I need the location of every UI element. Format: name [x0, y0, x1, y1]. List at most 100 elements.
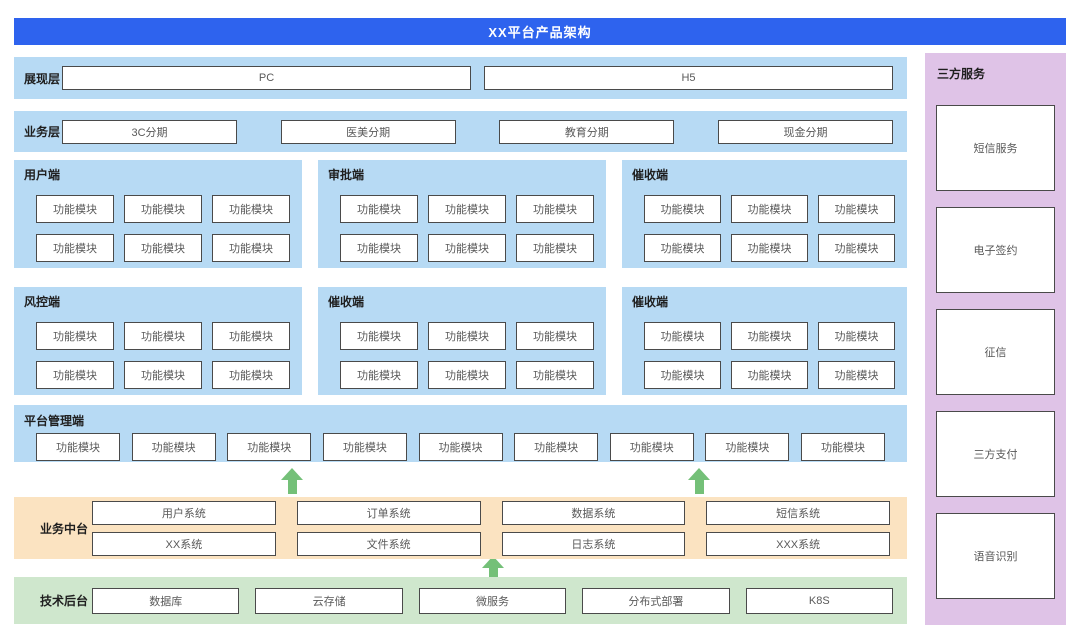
panel-label: 催收端	[632, 168, 669, 182]
module-box: 功能模块	[428, 361, 506, 389]
module-box: 功能模块	[131, 433, 216, 461]
business-item-box: 现金分期	[717, 119, 893, 144]
module-box: 功能模块	[644, 195, 721, 223]
module-box: 功能模块	[644, 234, 721, 262]
panel-approval-client: 审批端 功能模块功能模块功能模块功能模块功能模块功能模块	[318, 160, 606, 268]
up-arrow-icon	[281, 468, 303, 494]
panel-collection-client-3: 催收端 功能模块功能模块功能模块功能模块功能模块功能模块	[622, 287, 907, 395]
system-box: 短信系统	[706, 500, 890, 525]
module-box: 功能模块	[212, 322, 290, 350]
module-box: 功能模块	[212, 195, 290, 223]
module-box: 功能模块	[322, 433, 407, 461]
system-box: 文件系统	[296, 531, 481, 556]
business-item-box: 医美分期	[280, 119, 456, 144]
third-party-services-label: 三方服务	[937, 67, 986, 81]
service-box: 语音识别	[936, 513, 1055, 599]
module-box: 功能模块	[340, 234, 418, 262]
module-grid: 功能模块功能模块功能模块功能模块功能模块功能模块	[36, 195, 290, 262]
panel-label: 催收端	[632, 295, 669, 309]
system-box: 订单系统	[296, 500, 481, 525]
platform-admin-label: 平台管理端	[24, 414, 85, 428]
module-box: 功能模块	[609, 433, 694, 461]
module-box: 功能模块	[124, 234, 202, 262]
panel-collection-client-2: 催收端 功能模块功能模块功能模块功能模块功能模块功能模块	[318, 287, 606, 395]
module-grid: 功能模块功能模块功能模块功能模块功能模块功能模块	[36, 322, 290, 389]
module-box: 功能模块	[428, 195, 506, 223]
panel-label: 审批端	[328, 168, 365, 182]
system-box: 数据库	[92, 587, 240, 614]
module-box: 功能模块	[731, 195, 808, 223]
module-box: 功能模块	[731, 361, 808, 389]
module-box: 功能模块	[428, 322, 506, 350]
panel-risk-client: 风控端 功能模块功能模块功能模块功能模块功能模块功能模块	[14, 287, 302, 395]
module-box: 功能模块	[212, 361, 290, 389]
up-arrow-icon	[482, 556, 504, 577]
third-party-service-list: 短信服务电子签约征信三方支付语音识别	[936, 105, 1055, 599]
module-box: 功能模块	[124, 322, 202, 350]
module-box: 功能模块	[731, 234, 808, 262]
panel-label: 催收端	[328, 295, 365, 309]
module-box: 功能模块	[418, 433, 503, 461]
business-middle-platform-label: 业务中台	[40, 521, 89, 536]
presentation-item-box: PC	[62, 66, 471, 90]
tech-backend-label: 技术后台	[40, 594, 89, 608]
module-grid: 功能模块功能模块功能模块功能模块功能模块功能模块	[340, 322, 594, 389]
module-box: 功能模块	[36, 361, 114, 389]
module-box: 功能模块	[516, 361, 594, 389]
module-box: 功能模块	[644, 322, 721, 350]
module-box: 功能模块	[212, 234, 290, 262]
system-box: 微服务	[418, 587, 567, 614]
panel-user-client: 用户端 功能模块功能模块功能模块功能模块功能模块功能模块	[14, 160, 302, 268]
module-box: 功能模块	[428, 234, 506, 262]
service-box: 电子签约	[936, 207, 1055, 293]
business-item-box: 3C分期	[62, 119, 237, 144]
system-box: XX系统	[92, 531, 276, 556]
module-box: 功能模块	[340, 195, 418, 223]
module-box: 功能模块	[36, 433, 120, 461]
system-box: 分布式部署	[582, 587, 730, 614]
system-box: 日志系统	[501, 531, 686, 556]
module-box: 功能模块	[818, 234, 895, 262]
third-party-services-panel: 三方服务 短信服务电子签约征信三方支付语音识别	[925, 53, 1066, 625]
service-box: 三方支付	[936, 411, 1055, 497]
panel-label: 用户端	[24, 168, 61, 182]
module-box: 功能模块	[340, 322, 418, 350]
module-box: 功能模块	[36, 195, 114, 223]
diagram-title-bar: XX平台产品架构	[14, 18, 1066, 45]
module-box: 功能模块	[516, 322, 594, 350]
service-box: 短信服务	[936, 105, 1055, 191]
module-box: 功能模块	[124, 361, 202, 389]
module-box: 功能模块	[514, 433, 599, 461]
module-box: 功能模块	[644, 361, 721, 389]
module-grid: 功能模块功能模块功能模块功能模块功能模块功能模块	[340, 195, 594, 262]
business-item-box: 教育分期	[499, 119, 675, 144]
module-box: 功能模块	[801, 433, 885, 461]
module-box: 功能模块	[818, 361, 895, 389]
module-box: 功能模块	[124, 195, 202, 223]
panel-collection-client-1: 催收端 功能模块功能模块功能模块功能模块功能模块功能模块	[622, 160, 907, 268]
platform-admin-modules: 功能模块功能模块功能模块功能模块功能模块功能模块功能模块功能模块功能模块	[36, 433, 885, 461]
panel-label: 风控端	[24, 295, 61, 309]
service-box: 征信	[936, 309, 1055, 395]
module-box: 功能模块	[705, 433, 790, 461]
presentation-item-box: H5	[484, 66, 893, 90]
module-box: 功能模块	[36, 234, 114, 262]
module-box: 功能模块	[818, 195, 895, 223]
business-layer-band: 业务层 3C分期 医美分期 教育分期 现金分期	[14, 111, 907, 152]
diagram-title: XX平台产品架构	[488, 25, 592, 40]
module-grid: 功能模块功能模块功能模块功能模块功能模块功能模块	[644, 195, 895, 262]
business-layer-items: 3C分期 医美分期 教育分期 现金分期	[62, 119, 893, 144]
system-box: 云存储	[255, 587, 403, 614]
business-layer-label: 业务层	[24, 125, 61, 139]
module-box: 功能模块	[818, 322, 895, 350]
module-box: 功能模块	[731, 322, 808, 350]
system-box: 用户系统	[92, 500, 276, 525]
module-box: 功能模块	[516, 195, 594, 223]
up-arrow-icon	[688, 468, 710, 494]
module-grid: 功能模块功能模块功能模块功能模块功能模块功能模块	[644, 322, 895, 389]
